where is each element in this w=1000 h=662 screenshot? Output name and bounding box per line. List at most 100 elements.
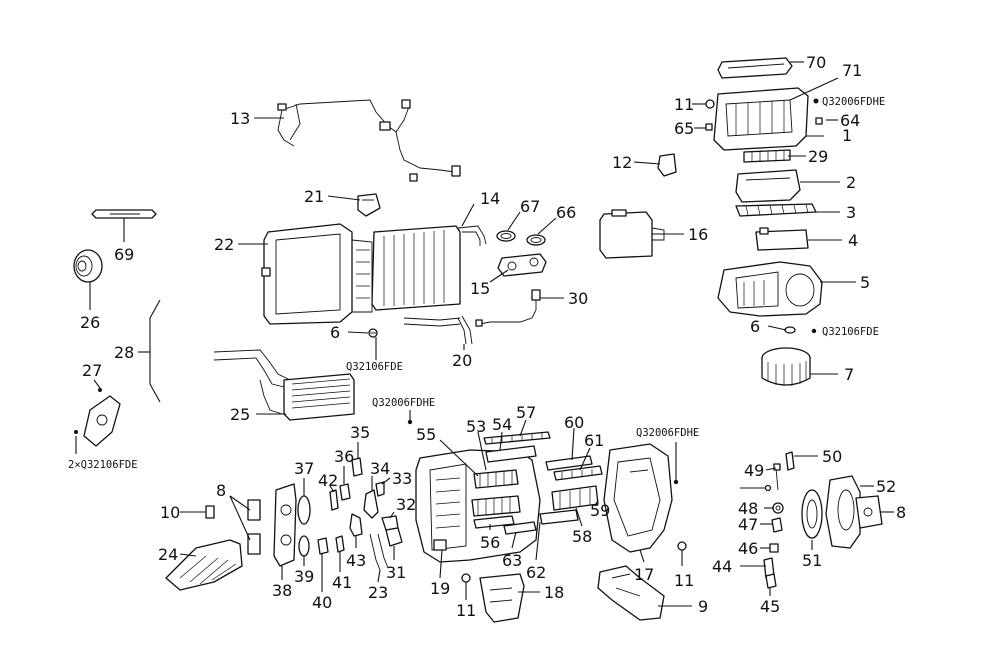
callout-18: 18 <box>544 583 564 602</box>
door-60 <box>545 455 593 471</box>
callout-43: 43 <box>346 551 366 570</box>
fastener-dot <box>813 98 819 104</box>
callout-63: 63 <box>502 551 522 570</box>
callout-10: 10 <box>160 503 180 522</box>
fastener-code-gasket: 2×Q32106FDE <box>68 459 138 471</box>
callout-67: 67 <box>520 197 540 216</box>
motor-52 <box>825 475 861 549</box>
callout-12: 12 <box>612 153 632 172</box>
lever-37 <box>297 495 311 525</box>
callout-59: 59 <box>590 501 610 520</box>
callout-13: 13 <box>230 109 250 128</box>
door-63 <box>503 521 537 535</box>
fastener-code-blower: Q32106FDE <box>822 326 879 338</box>
callout-14: 14 <box>480 189 500 208</box>
callout-labels: 1 2 3 4 5 6 6 7 8 8 9 10 11 11 11 12 13 … <box>80 53 906 620</box>
callout-60: 60 <box>564 413 584 432</box>
door-61 <box>553 465 603 481</box>
callout-9: 9 <box>698 597 708 616</box>
fastener-code-core: Q32106FDE <box>346 361 403 373</box>
callout-55: 55 <box>416 425 436 444</box>
heater-core-14 <box>371 225 487 311</box>
actuator-12 <box>657 153 677 177</box>
callout-47: 47 <box>738 515 758 534</box>
connector-29 <box>743 149 791 163</box>
callout-56: 56 <box>480 533 500 552</box>
gear-48 <box>772 502 784 514</box>
callout-22: 22 <box>214 235 234 254</box>
callout-25: 25 <box>230 405 250 424</box>
callout-29: 29 <box>808 147 828 166</box>
clip-10 <box>205 505 215 519</box>
callout-65: 65 <box>674 119 694 138</box>
clip-33 <box>375 481 385 497</box>
callout-48: 48 <box>738 499 758 518</box>
cabin-filter-3 <box>735 203 817 217</box>
callout-53: 53 <box>466 417 486 436</box>
callout-40: 40 <box>312 593 332 612</box>
callout-58: 58 <box>572 527 592 546</box>
callout-17: 17 <box>634 565 654 584</box>
callout-23: 23 <box>368 583 388 602</box>
blower-wheel-7 <box>761 347 811 386</box>
actuator-8-left <box>247 499 261 555</box>
callout-11-right: 11 <box>674 571 694 590</box>
screw-6-left <box>368 328 378 338</box>
callout-30: 30 <box>568 289 588 308</box>
screw-11-top <box>705 99 715 109</box>
fastener-code-top-right: Q32006FDHE <box>822 96 885 108</box>
actuator-21 <box>357 193 381 217</box>
duct-24 <box>165 539 243 591</box>
o-ring-67 <box>496 230 516 242</box>
callout-5: 5 <box>860 273 870 292</box>
gear-mechanism-38 <box>273 483 297 567</box>
fastener-code-labels: Q32006FDHE Q32106FDE Q32106FDE 2×Q32106F… <box>68 96 885 471</box>
callout-3: 3 <box>846 203 856 222</box>
clip-46 <box>769 543 779 553</box>
callout-7: 7 <box>844 365 854 384</box>
lever-39 <box>298 535 310 557</box>
callout-11-top: 11 <box>674 95 694 114</box>
duct-9 <box>597 565 665 621</box>
callout-62: 62 <box>526 563 546 582</box>
resistor-4 <box>755 227 809 251</box>
hose-23 <box>369 533 389 571</box>
lever-41 <box>335 535 345 553</box>
callout-8-right: 8 <box>896 503 906 522</box>
callout-57: 57 <box>516 403 536 422</box>
callout-6-left: 6 <box>330 323 340 342</box>
callout-46: 46 <box>738 539 758 558</box>
callout-27: 27 <box>82 361 102 380</box>
cover-2 <box>735 169 801 203</box>
control-module-16 <box>599 209 665 259</box>
callout-45: 45 <box>760 597 780 616</box>
lever-50 <box>785 451 795 471</box>
callout-61: 61 <box>584 431 604 450</box>
fastener-code-housing: Q32006FDHE <box>372 397 435 409</box>
door-56 <box>473 515 515 529</box>
expansion-valve-15 <box>497 253 547 277</box>
callout-6-right: 6 <box>750 317 760 336</box>
lever-34 <box>363 489 379 519</box>
callout-39: 39 <box>294 567 314 586</box>
callout-42: 42 <box>318 471 338 490</box>
intake-case-1 <box>713 87 809 151</box>
callout-11-center: 11 <box>456 601 476 620</box>
link-42 <box>329 489 339 511</box>
fastener-dot <box>407 419 413 425</box>
leader-lines <box>75 61 894 607</box>
door-62 <box>539 509 579 525</box>
callout-35: 35 <box>350 423 370 442</box>
core-frame-22 <box>261 223 373 325</box>
callout-28: 28 <box>114 343 134 362</box>
callout-44: 44 <box>712 557 732 576</box>
actuator-31 <box>385 527 403 547</box>
seal-70 <box>717 57 793 79</box>
pipe-20 <box>403 315 473 345</box>
callout-21: 21 <box>304 187 324 206</box>
callout-36: 36 <box>334 447 354 466</box>
callout-8-left: 8 <box>216 481 226 500</box>
callout-38: 38 <box>272 581 292 600</box>
screw-65 <box>705 123 713 131</box>
